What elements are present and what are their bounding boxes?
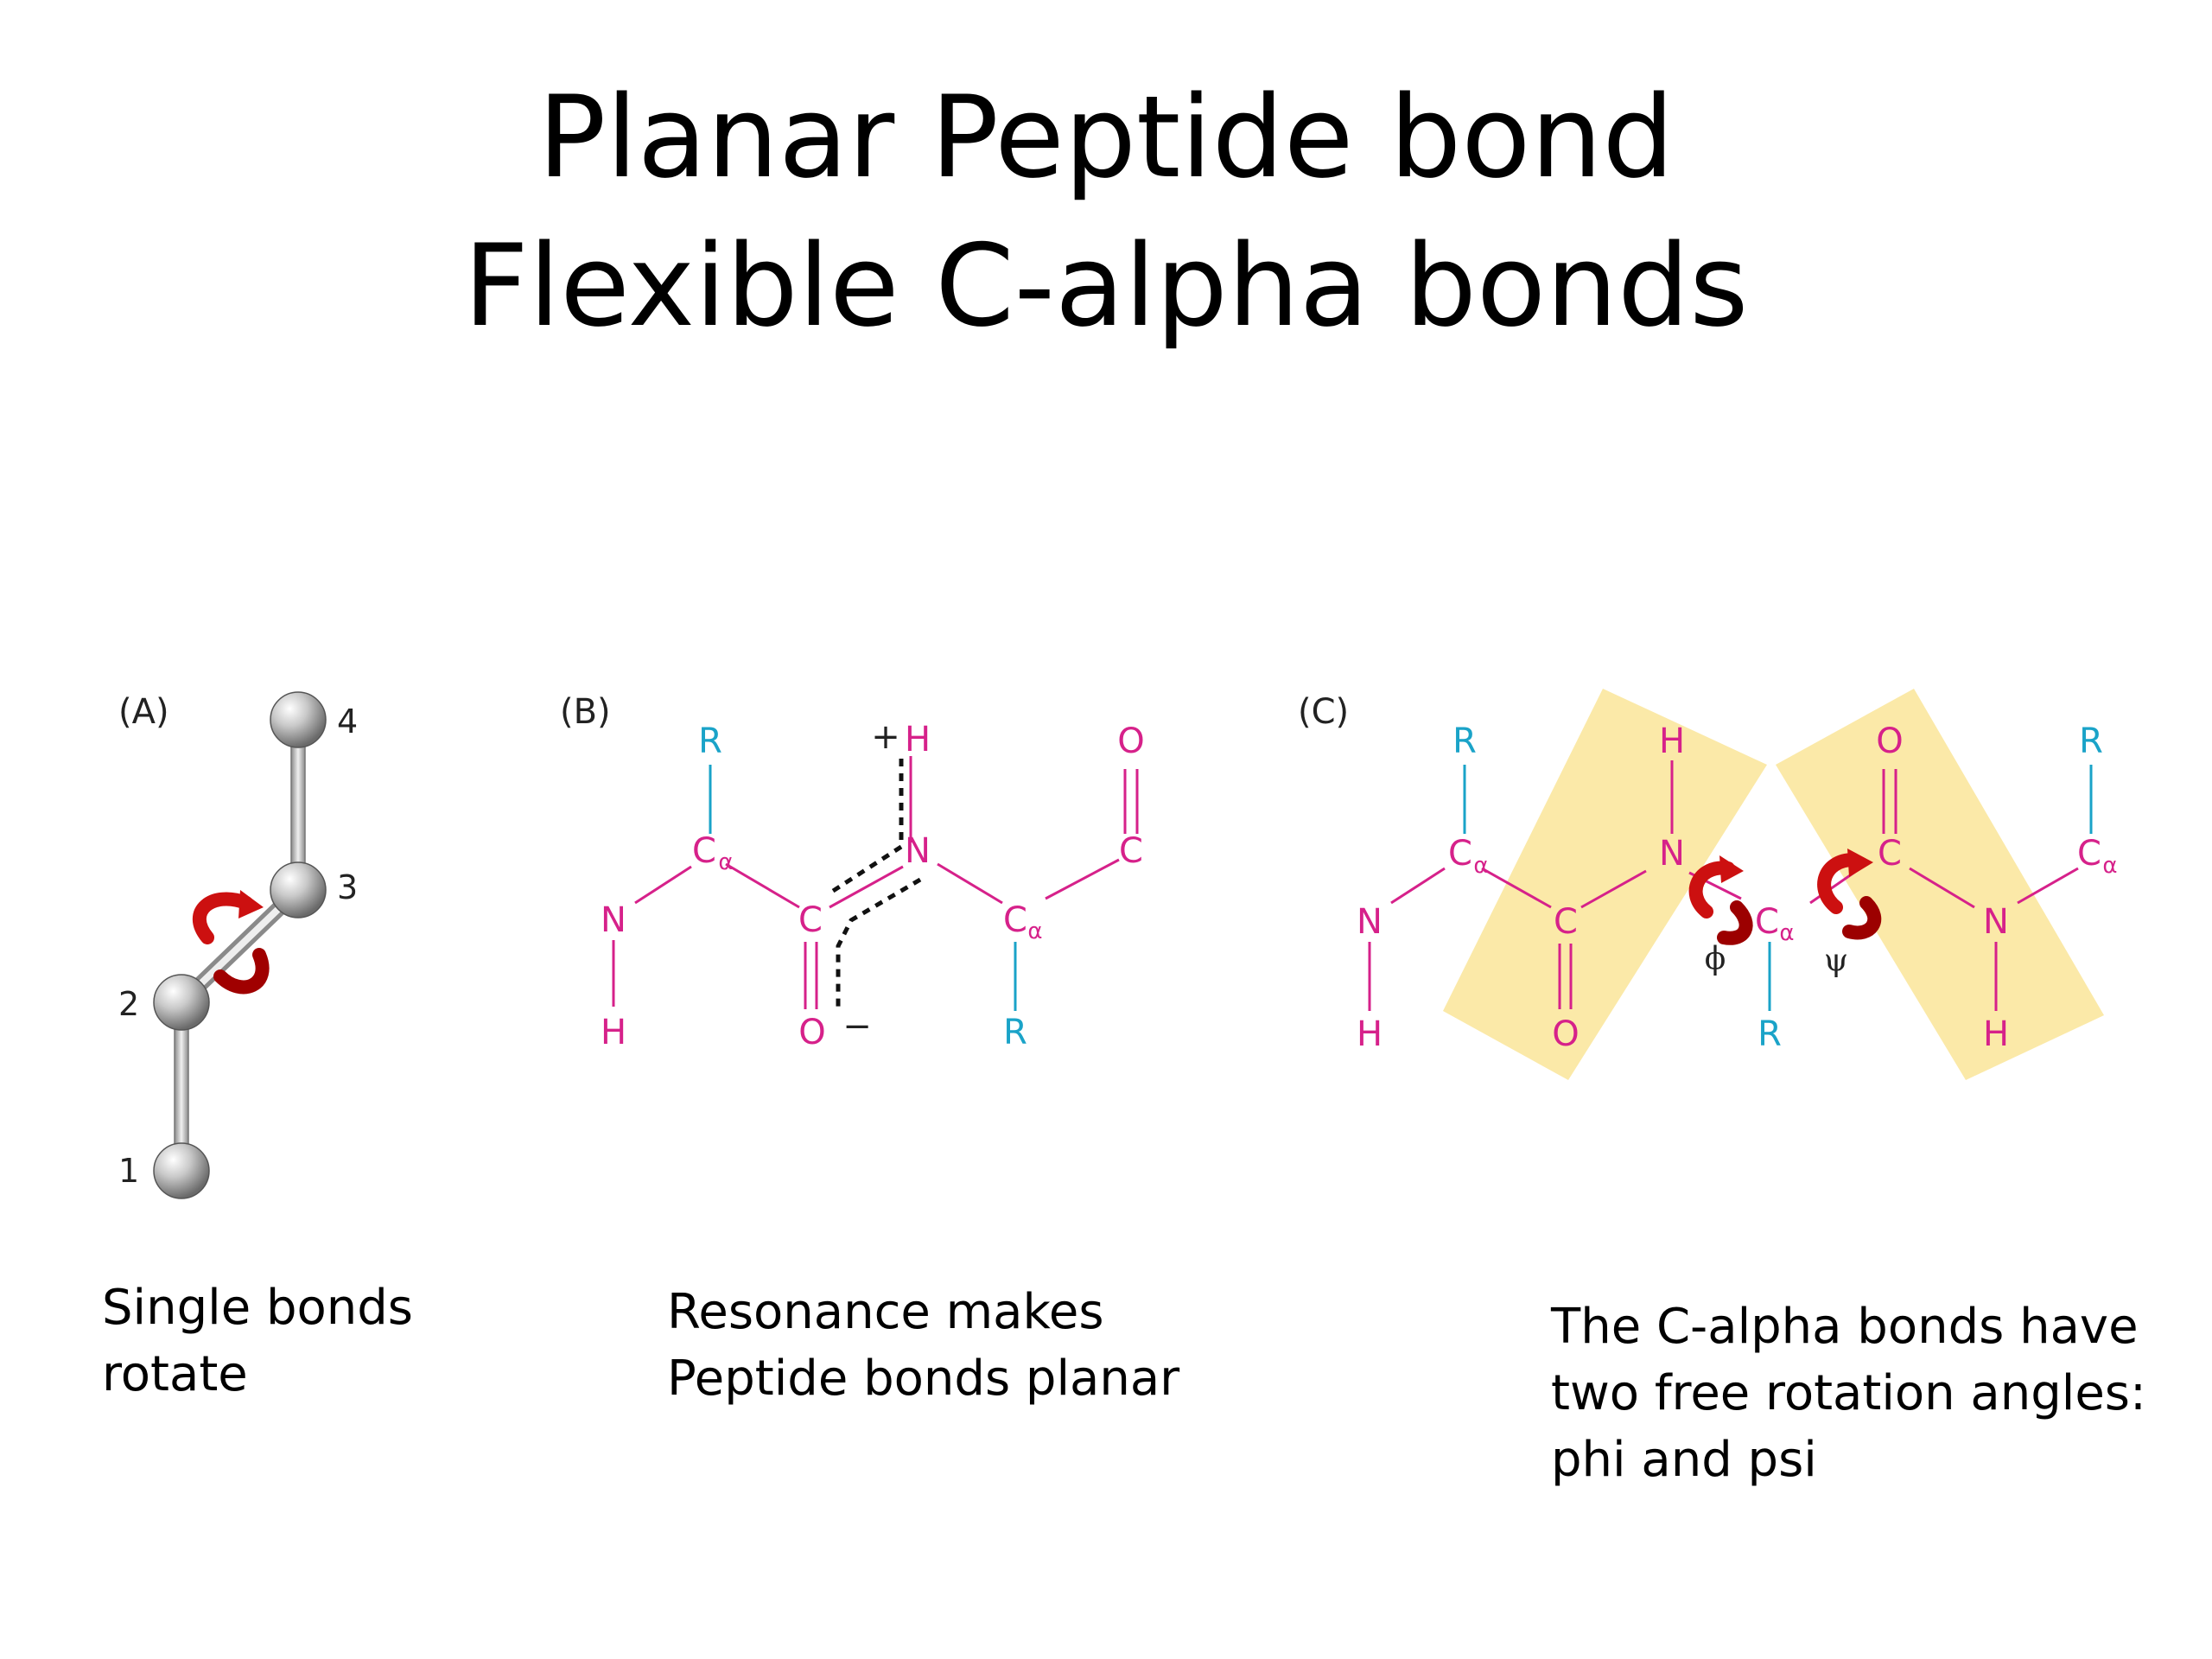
atom-number-1: 1 bbox=[118, 1152, 139, 1190]
panel-b: (B) R C α N H C O bbox=[560, 692, 1145, 1052]
caption-panel-c: The C-alpha bonds have two free rotation… bbox=[1551, 1294, 2146, 1493]
planar-region-1 bbox=[1443, 689, 1767, 1080]
atom-c-alpha-1: C bbox=[1448, 834, 1472, 874]
atom-alpha-1: α bbox=[718, 849, 733, 875]
atom-h-top: H bbox=[1659, 721, 1685, 761]
panel-c: (C) bbox=[1298, 689, 2118, 1080]
atom-h-top: H bbox=[905, 720, 931, 760]
atom-n-1: N bbox=[1357, 902, 1382, 942]
caption-b-line-2: Peptide bonds planar bbox=[667, 1351, 1180, 1407]
atom-n-3: N bbox=[1983, 902, 2009, 942]
atom-n-left: N bbox=[601, 900, 626, 940]
atom-c-alpha-3: C bbox=[2077, 834, 2101, 874]
planar-region-2 bbox=[1776, 689, 2104, 1080]
caption-a-line-2: rotate bbox=[102, 1346, 248, 1402]
atom-c-alpha-2: C bbox=[1003, 900, 1027, 940]
atom-ball-2 bbox=[153, 974, 210, 1031]
atom-r-1: R bbox=[1452, 721, 1477, 761]
atom-alpha-2: α bbox=[1779, 920, 1794, 946]
panel-c-r-bonds bbox=[1463, 765, 2093, 1011]
atom-alpha-1: α bbox=[1473, 853, 1488, 879]
atom-number-3: 3 bbox=[337, 868, 358, 906]
psi-symbol: ψ bbox=[1824, 944, 1848, 979]
caption-panel-a: Single bonds rotate bbox=[102, 1274, 413, 1408]
phi-symbol: ϕ bbox=[1705, 942, 1726, 977]
atom-c-alpha-2: C bbox=[1755, 902, 1779, 942]
atom-c-2: C bbox=[1878, 834, 1902, 874]
atom-n-center: N bbox=[905, 831, 931, 871]
atom-number-2: 2 bbox=[118, 985, 139, 1023]
panel-c-label: (C) bbox=[1298, 692, 1349, 732]
atom-o-1: O bbox=[1552, 1014, 1579, 1054]
caption-panel-b: Resonance makes Peptide bonds planar bbox=[667, 1279, 1179, 1412]
atom-c-center: C bbox=[798, 900, 823, 940]
caption-b-line-1: Resonance makes bbox=[667, 1284, 1104, 1340]
atom-alpha-3: α bbox=[2102, 853, 2117, 879]
panel-b-bonds bbox=[612, 756, 1139, 1009]
atom-o-top: O bbox=[1117, 721, 1144, 761]
charge-plus: + bbox=[871, 717, 900, 757]
atom-ball-4 bbox=[270, 691, 327, 748]
atom-o-top: O bbox=[1876, 721, 1903, 761]
atom-ball-1 bbox=[153, 1142, 210, 1199]
atom-ball-3 bbox=[270, 861, 327, 918]
caption-c-line-1: The C-alpha bonds have bbox=[1551, 1299, 2139, 1355]
caption-c-line-3: phi and psi bbox=[1551, 1432, 1817, 1488]
atom-r-3: R bbox=[2079, 721, 2103, 761]
resonance-dashes bbox=[826, 759, 922, 1011]
atom-r-top: R bbox=[698, 721, 722, 761]
panel-a: (A) 1 2 3 4 bbox=[118, 691, 358, 1199]
atom-h-1: H bbox=[1357, 1014, 1382, 1054]
panel-a-label: (A) bbox=[118, 692, 169, 732]
charge-minus: − bbox=[842, 1007, 872, 1046]
atom-h-bottom: H bbox=[601, 1013, 626, 1052]
psi-rotation-arrow-icon bbox=[1817, 849, 1882, 940]
atom-o-bottom: O bbox=[798, 1013, 825, 1052]
rotation-arrow-icon bbox=[192, 890, 270, 995]
atom-n-2: N bbox=[1659, 834, 1685, 874]
atom-alpha-2: α bbox=[1027, 918, 1042, 944]
atom-number-4: 4 bbox=[337, 702, 358, 741]
atom-r-bottom: R bbox=[1003, 1013, 1027, 1052]
atom-c-right: C bbox=[1119, 831, 1143, 871]
panel-b-r-bonds bbox=[709, 765, 1017, 1011]
title-line-2: Flexible C-alpha bonds bbox=[463, 219, 1749, 352]
phi-rotation-arrow-icon bbox=[1688, 855, 1753, 945]
caption-a-line-1: Single bonds bbox=[102, 1280, 413, 1336]
panel-b-label: (B) bbox=[560, 692, 611, 732]
atom-c-alpha-1: C bbox=[692, 831, 716, 871]
atom-r-2: R bbox=[1758, 1014, 1782, 1054]
atom-h-bottom: H bbox=[1983, 1014, 2009, 1054]
atom-c-1: C bbox=[1554, 902, 1578, 942]
title-line-1: Planar Peptide bond bbox=[537, 71, 1675, 203]
caption-c-line-2: two free rotation angles: bbox=[1551, 1365, 2146, 1421]
